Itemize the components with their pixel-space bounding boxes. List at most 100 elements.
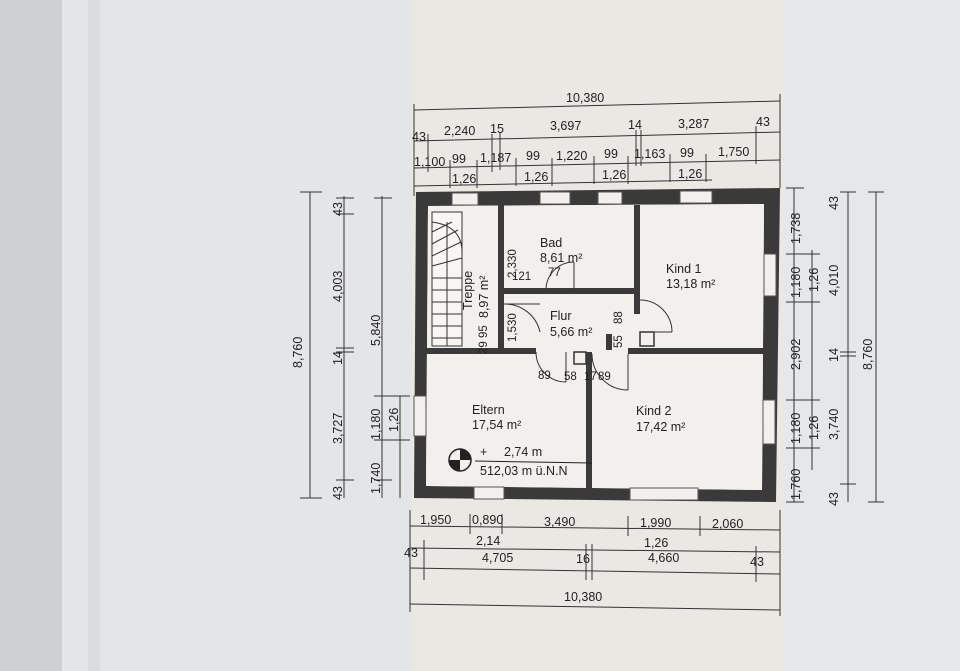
svg-text:1,530: 1,530 [507, 313, 519, 342]
room-bad-name: Bad [540, 236, 562, 250]
svg-text:43: 43 [331, 202, 345, 216]
room-kind2-name: Kind 2 [636, 404, 671, 418]
svg-text:99: 99 [604, 147, 618, 161]
level-marker [448, 448, 593, 472]
svg-text:2,240: 2,240 [444, 124, 475, 138]
svg-text:2,902: 2,902 [789, 339, 803, 370]
svg-text:2,330: 2,330 [507, 249, 519, 278]
svg-text:4,705: 4,705 [482, 551, 513, 565]
svg-text:1,760: 1,760 [789, 469, 803, 500]
right-page [784, 0, 960, 671]
dimension-lines [300, 94, 884, 616]
svg-text:1,163: 1,163 [634, 147, 665, 161]
svg-text:3,287: 3,287 [678, 117, 709, 131]
svg-text:1,950: 1,950 [420, 513, 451, 527]
svg-text:4,003: 4,003 [331, 271, 345, 302]
doors [503, 261, 673, 391]
svg-text:1,26: 1,26 [452, 172, 476, 186]
svg-text:1,26: 1,26 [524, 170, 548, 184]
svg-text:43: 43 [331, 486, 345, 500]
shaft-1 [639, 331, 655, 347]
svg-text:1,990: 1,990 [640, 516, 671, 530]
room-kind1-name: Kind 1 [666, 262, 701, 276]
svg-text:3,727: 3,727 [331, 413, 345, 444]
svg-text:1,26: 1,26 [644, 536, 668, 550]
svg-text:3,490: 3,490 [544, 515, 575, 529]
level-elevation: 512,03 m ü.N.N [480, 464, 568, 478]
svg-text:99: 99 [680, 146, 694, 160]
dimension-labels: 10,380 43 2,240 15 3,697 14 3,287 43 1,1… [291, 91, 875, 604]
svg-text:1,180: 1,180 [789, 413, 803, 444]
svg-text:1,738: 1,738 [789, 213, 803, 244]
window-left-1 [413, 395, 427, 437]
room-eltern-name: Eltern [472, 403, 505, 417]
svg-text:43: 43 [404, 546, 418, 560]
window-top-4 [679, 190, 713, 204]
svg-text:1,750: 1,750 [718, 145, 749, 159]
svg-text:29: 29 [478, 341, 490, 354]
window-top-3 [597, 191, 623, 205]
svg-text:1,26: 1,26 [807, 268, 821, 292]
svg-text:99: 99 [452, 152, 466, 166]
svg-text:88: 88 [613, 311, 625, 324]
shaft-2 [573, 351, 587, 365]
room-kind2-area: 17,42 m² [636, 420, 685, 434]
svg-text:43: 43 [827, 196, 841, 210]
svg-text:1,100: 1,100 [414, 155, 445, 169]
svg-text:121: 121 [512, 271, 531, 283]
room-flur-area: 5,66 m² [550, 325, 592, 339]
svg-text:4,010: 4,010 [827, 265, 841, 296]
svg-text:8,760: 8,760 [291, 337, 305, 368]
svg-text:1,26: 1,26 [678, 167, 702, 181]
window-top-2 [539, 191, 571, 205]
svg-text:89: 89 [538, 370, 551, 382]
svg-text:77: 77 [548, 267, 561, 279]
svg-text:3,697: 3,697 [550, 119, 581, 133]
room-treppe-name: Treppe [461, 271, 475, 310]
svg-text:1,740: 1,740 [369, 463, 383, 494]
svg-text:15: 15 [490, 122, 504, 136]
svg-text:17: 17 [584, 371, 597, 383]
svg-text:14: 14 [827, 348, 841, 362]
svg-text:58: 58 [564, 371, 577, 383]
svg-text:4,660: 4,660 [648, 551, 679, 565]
svg-text:99: 99 [526, 149, 540, 163]
window-right-2 [762, 399, 776, 445]
room-treppe-area: 8,97 m² [477, 276, 491, 318]
svg-text:1,26: 1,26 [807, 416, 821, 440]
window-bottom-1 [473, 486, 505, 500]
left-page [62, 0, 412, 671]
window-top-1 [451, 192, 479, 206]
svg-text:1,180: 1,180 [789, 267, 803, 298]
window-bottom-2 [629, 487, 699, 501]
svg-text:10,380: 10,380 [564, 590, 602, 604]
level-plus: + [480, 445, 487, 459]
svg-text:5,840: 5,840 [369, 315, 383, 346]
floor-plan [413, 188, 780, 502]
left-page-edge [88, 0, 100, 671]
svg-text:3,740: 3,740 [827, 409, 841, 440]
svg-text:0,890: 0,890 [472, 513, 503, 527]
svg-text:89: 89 [598, 371, 611, 383]
level-height: 2,74 m [504, 445, 542, 459]
svg-text:1,220: 1,220 [556, 149, 587, 163]
room-eltern-area: 17,54 m² [472, 418, 521, 432]
svg-text:1,26: 1,26 [387, 408, 401, 432]
svg-text:16: 16 [576, 552, 590, 566]
svg-text:2,14: 2,14 [476, 534, 500, 548]
svg-text:14: 14 [331, 351, 345, 365]
staircase [431, 211, 463, 347]
svg-text:14: 14 [628, 118, 642, 132]
interior-walls [426, 205, 764, 488]
room-bad-area: 8,61 m² [540, 251, 582, 265]
svg-text:1,26: 1,26 [602, 168, 626, 182]
room-flur-name: Flur [550, 309, 572, 323]
svg-text:43: 43 [750, 555, 764, 569]
svg-text:2,060: 2,060 [712, 517, 743, 531]
room-labels: Treppe 8,97 m² Bad 8,61 m² Kind 1 13,18 … [461, 236, 715, 478]
svg-text:43: 43 [827, 492, 841, 506]
svg-text:1,180: 1,180 [369, 409, 383, 440]
svg-text:10,380: 10,380 [566, 91, 604, 105]
svg-text:55: 55 [613, 335, 625, 348]
